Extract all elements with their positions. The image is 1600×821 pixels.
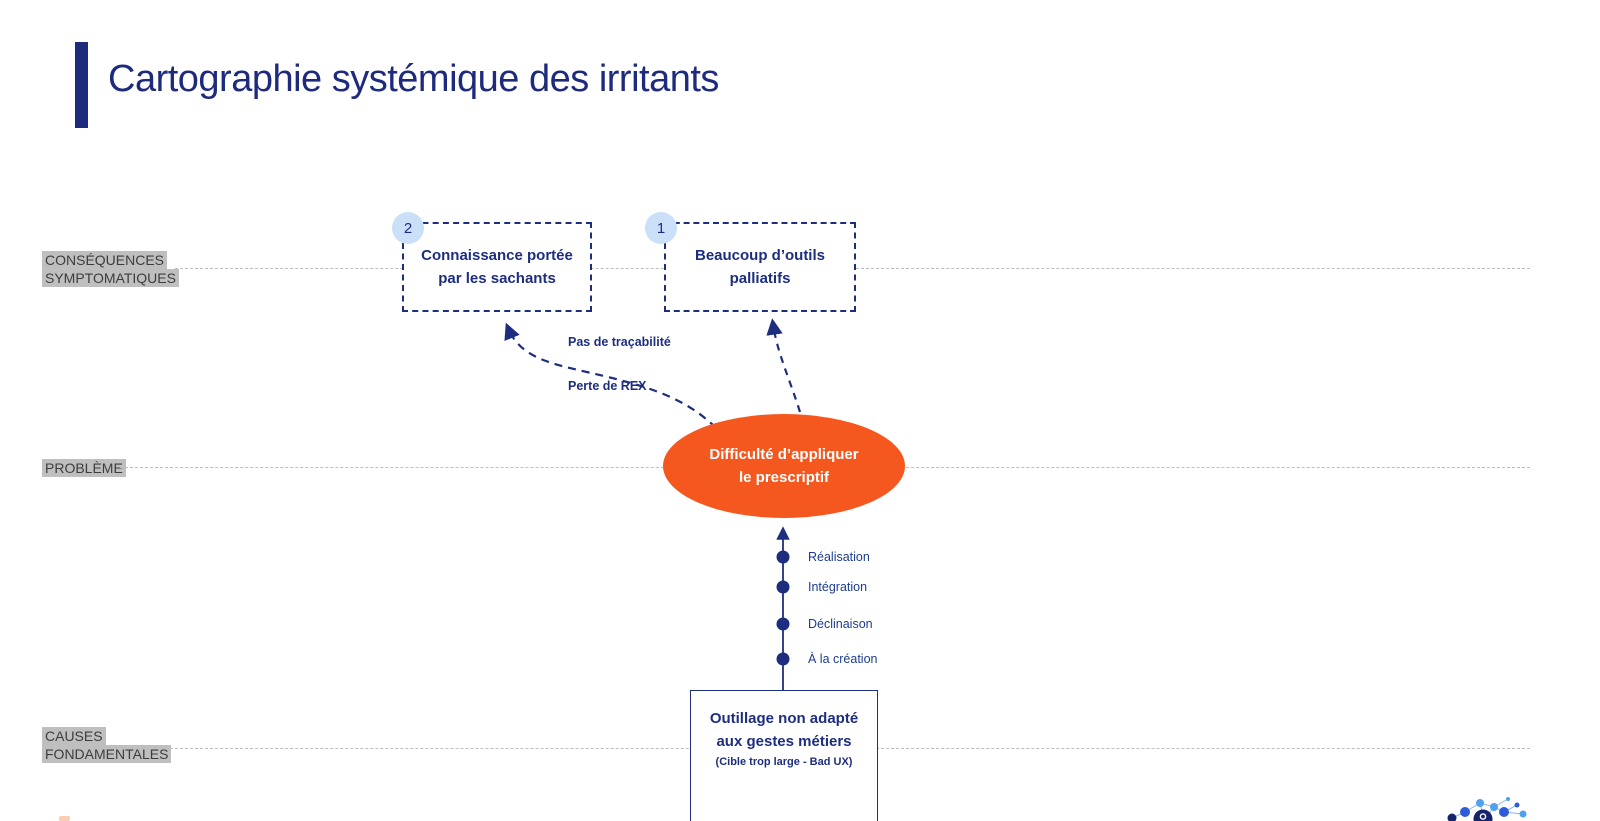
cut-off-orange-shape [59,816,70,821]
lane-label-line: CAUSES [42,727,106,745]
timeline-dot [776,550,790,564]
root-cause-title: Outillage non adapté aux gestes métiers [709,710,859,751]
symptom-box-text: Connaissance portée par les sachants [421,246,573,287]
timeline-dot [776,652,790,666]
symptom-box-text: Beaucoup d’outils palliatifs [694,246,825,287]
timeline-label-realisation: Réalisation [808,550,870,564]
lane-label-line: PROBLÈME [42,459,126,477]
timeline-label-creation: À la création [808,652,878,666]
priority-badge-2: 2 [392,212,424,244]
timeline-label-integration: Intégration [808,580,868,594]
symptom-box-knowledge[interactable]: Connaissance portée par les sachants [402,222,592,312]
title-accent-bar [75,42,88,128]
problem-text: Difficulté d’appliquer le prescriptif [709,445,859,486]
lane-label-line: CONSÉQUENCES [42,251,168,269]
problem-ellipse[interactable]: Difficulté d’appliquer le prescriptif [663,414,905,518]
lane-label-line: SYMPTOMATIQUES [42,269,179,287]
arrow-to-box1 [766,318,802,413]
priority-badge-1: 1 [645,212,677,244]
timeline-dot [776,617,790,631]
root-cause-box[interactable]: Outillage non adapté aux gestes métiers … [690,690,878,821]
arrow-label-traceability: Pas de traçabilité [568,335,671,349]
timeline-label-declinaison: Déclinaison [808,617,873,631]
lane-label-line: FONDAMENTALES [42,745,172,763]
symptom-box-tools[interactable]: Beaucoup d’outils palliatifs [664,222,856,312]
root-cause-subtitle: (Cible trop large - Bad UX) [715,755,853,768]
page-title: Cartographie systémique des irritants [108,58,719,100]
lane-label-causes: CAUSES FONDAMENTALES [42,727,172,763]
network-logo-icon [1447,797,1527,821]
lane-label-probleme: PROBLÈME [42,459,126,477]
timeline-dot [776,580,790,594]
lane-label-consequences: CONSÉQUENCES SYMPTOMATIQUES [42,251,179,287]
arrow-label-rex: Perte de REX [568,379,647,393]
